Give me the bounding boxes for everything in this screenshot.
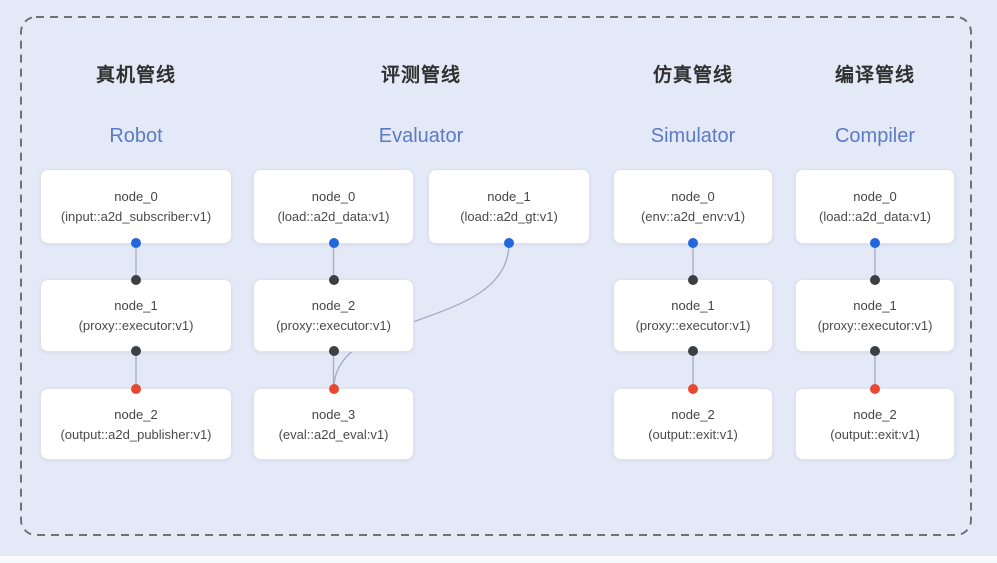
node-type: (output::exit:v1) bbox=[830, 426, 920, 442]
node-eval-1: node_1 (load::a2d_gt:v1) bbox=[428, 169, 590, 248]
port-red-dot bbox=[328, 384, 339, 394]
node-robot-0: node_0 (input::a2d_subscriber:v1) bbox=[40, 169, 232, 248]
port-black-dot bbox=[688, 346, 698, 356]
node-name: node_2 bbox=[853, 406, 897, 422]
port-blue-dot bbox=[688, 238, 698, 248]
node-robot-1: node_1 (proxy::executor:v1) bbox=[40, 275, 232, 356]
node-type: (proxy::executor:v1) bbox=[276, 318, 391, 333]
port-black-dot bbox=[688, 275, 698, 285]
node-robot-2: node_2 (output::a2d_publisher:v1) bbox=[40, 384, 232, 460]
pipeline-title-cn: 编译管线 bbox=[834, 65, 915, 86]
header-evaluator-cn: 评测管线 bbox=[311, 64, 531, 88]
node-type: (eval::a2d_eval:v1) bbox=[278, 426, 389, 442]
port-blue-dot bbox=[131, 238, 141, 248]
header-robot-en: Robot bbox=[109, 125, 163, 147]
node-type: (proxy::executor:v1) bbox=[635, 318, 751, 333]
port-red-dot bbox=[131, 384, 141, 394]
port-red-dot bbox=[688, 384, 698, 394]
node-name: node_0 bbox=[671, 189, 715, 204]
node-type: (input::a2d_subscriber:v1) bbox=[60, 209, 212, 224]
node-name: node_0 bbox=[853, 189, 897, 204]
node-name: node_0 bbox=[311, 189, 356, 204]
node-name: node_3 bbox=[311, 406, 356, 422]
port-black-dot bbox=[131, 346, 141, 356]
node-type: (proxy::executor:v1) bbox=[817, 318, 933, 333]
port-black-dot bbox=[328, 346, 339, 356]
port-black-dot bbox=[870, 275, 880, 285]
header-evaluator-en: Evaluator bbox=[378, 125, 464, 147]
node-name: node_1 bbox=[487, 189, 531, 204]
node-name: node_2 bbox=[671, 406, 715, 422]
node-sim-1: node_1 (proxy::executor:v1) bbox=[613, 275, 773, 356]
pipeline-title-cn: 真机管线 bbox=[95, 65, 176, 86]
node-type: (output::a2d_publisher:v1) bbox=[60, 426, 212, 442]
node-type: (env::a2d_env:v1) bbox=[640, 209, 746, 224]
header-robot-cn: 真机管线 bbox=[26, 64, 246, 88]
port-black-dot bbox=[328, 275, 339, 285]
port-black-dot bbox=[870, 346, 880, 356]
node-comp-1: node_1 (proxy::executor:v1) bbox=[795, 275, 955, 356]
node-type: (load::a2d_data:v1) bbox=[277, 209, 390, 224]
node-type: (load::a2d_data:v1) bbox=[818, 209, 932, 224]
pipeline-title-cn: 仿真管线 bbox=[652, 65, 733, 86]
node-name: node_2 bbox=[114, 406, 158, 422]
header-simulator-en: Simulator bbox=[650, 125, 736, 147]
node-type: (output::exit:v1) bbox=[648, 426, 738, 442]
node-eval-3: node_3 (eval::a2d_eval:v1) bbox=[253, 384, 414, 460]
node-eval-2: node_2 (proxy::executor:v1) bbox=[253, 275, 414, 356]
header-compiler-en: Compiler bbox=[834, 125, 916, 147]
node-eval-0: node_0 (load::a2d_data:v1) bbox=[253, 169, 414, 248]
node-type: (proxy::executor:v1) bbox=[78, 318, 194, 333]
header-compiler-cn: 编译管线 bbox=[765, 64, 985, 88]
node-sim-2: node_2 (output::exit:v1) bbox=[613, 384, 773, 460]
node-name: node_2 bbox=[311, 298, 356, 313]
node-type: (load::a2d_gt:v1) bbox=[460, 209, 558, 224]
node-sim-0: node_0 (env::a2d_env:v1) bbox=[613, 169, 773, 248]
bottom-margin-strip bbox=[0, 556, 997, 563]
header-simulator-cn: 仿真管线 bbox=[583, 64, 803, 88]
edge-eval-1-3-curve bbox=[333, 243, 510, 389]
node-name: node_1 bbox=[853, 298, 897, 313]
node-comp-2: node_2 (output::exit:v1) bbox=[795, 384, 955, 460]
port-blue-dot bbox=[870, 238, 880, 248]
node-name: node_0 bbox=[114, 189, 158, 204]
node-name: node_1 bbox=[114, 298, 158, 313]
port-black-dot bbox=[131, 275, 141, 285]
port-red-dot bbox=[870, 384, 880, 394]
node-name: node_1 bbox=[671, 298, 715, 313]
node-comp-0: node_0 (load::a2d_data:v1) bbox=[795, 169, 955, 248]
port-blue-dot bbox=[328, 238, 339, 248]
pipeline-title-cn: 评测管线 bbox=[380, 65, 461, 86]
port-blue-dot bbox=[504, 238, 514, 248]
